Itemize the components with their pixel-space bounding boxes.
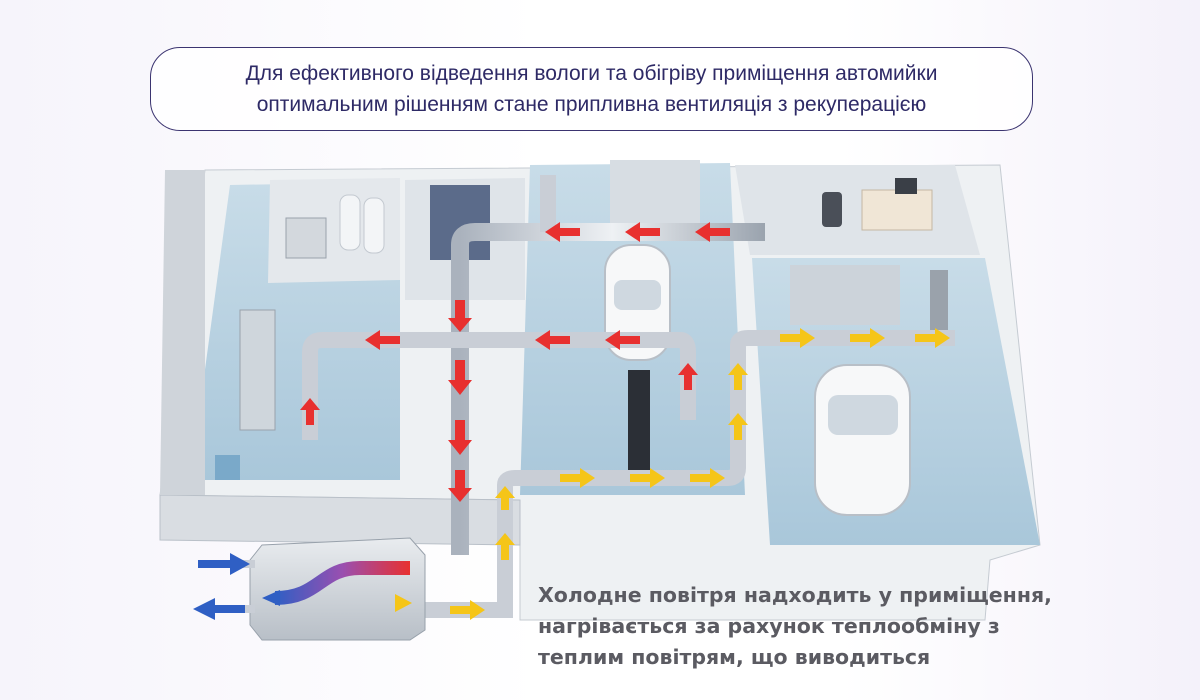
boiler-tank-1 [339, 194, 361, 251]
arrow-up-icon [678, 363, 698, 390]
caption-line-3: теплим повітрям, що виводиться [538, 645, 931, 669]
car-bay-2 [814, 364, 911, 516]
office-desk [861, 189, 933, 231]
equipment-rack [239, 309, 276, 431]
filter-unit [215, 455, 240, 480]
room-utility [190, 178, 400, 480]
supply-ducts [420, 330, 955, 618]
arrow-right-icon [850, 328, 885, 348]
arrow-right-icon [560, 468, 595, 488]
room-office [735, 165, 980, 255]
arrow-left-icon [545, 222, 580, 242]
exhaust-ducts [302, 175, 765, 555]
heat-recovery-unit [249, 537, 426, 641]
car-bay-1 [604, 244, 671, 361]
arrow-up-icon [728, 363, 748, 390]
caption-line-1: Холодне повітря надходить у приміщення, [538, 583, 1052, 607]
arrow-left-icon [193, 598, 245, 620]
arrow-right-icon [915, 328, 950, 348]
arrow-up-icon [495, 486, 515, 510]
monitor [895, 178, 917, 194]
arrow-right-icon [630, 468, 665, 488]
arrow-right-icon [690, 468, 725, 488]
arrow-down-icon [448, 420, 472, 455]
boiler-tank-2 [363, 197, 385, 254]
cold-air-arrows [450, 328, 950, 620]
arrow-left-icon [262, 590, 280, 606]
intro-line-2: оптимальним рішенням стане припливна вен… [256, 93, 927, 116]
equipment-cabinet [285, 217, 327, 259]
intro-line-1: Для ефективного відведення вологи та обі… [245, 62, 938, 85]
outside-air-arrows [193, 553, 255, 620]
arrow-down-icon [448, 470, 472, 502]
arrow-left-icon [625, 222, 660, 242]
explanation-caption: Холодне повітря надходить у приміщення, … [538, 580, 1098, 673]
arrow-up-icon [300, 398, 320, 425]
front-walls [159, 170, 521, 546]
arrow-left-icon [695, 222, 730, 242]
drain-grate [628, 370, 650, 470]
caption-line-2: нагрівається за рахунок теплообміну з [538, 614, 1000, 638]
tool-rack [930, 270, 948, 340]
arrow-up-icon [495, 533, 515, 560]
office-chair [822, 192, 842, 227]
arrow-down-icon [448, 360, 472, 395]
arrow-left-icon [535, 330, 570, 350]
arrow-right-icon [198, 553, 250, 575]
intro-banner: Для ефективного відведення вологи та обі… [150, 47, 1033, 131]
arrow-left-icon [365, 330, 400, 350]
arrow-up-icon [728, 413, 748, 440]
arrow-right-icon [450, 600, 485, 620]
arrow-right-icon [395, 594, 412, 612]
arrow-right-icon [780, 328, 815, 348]
arrow-left-icon [605, 330, 640, 350]
warm-air-arrows [300, 222, 730, 502]
arrow-down-icon [448, 300, 472, 332]
